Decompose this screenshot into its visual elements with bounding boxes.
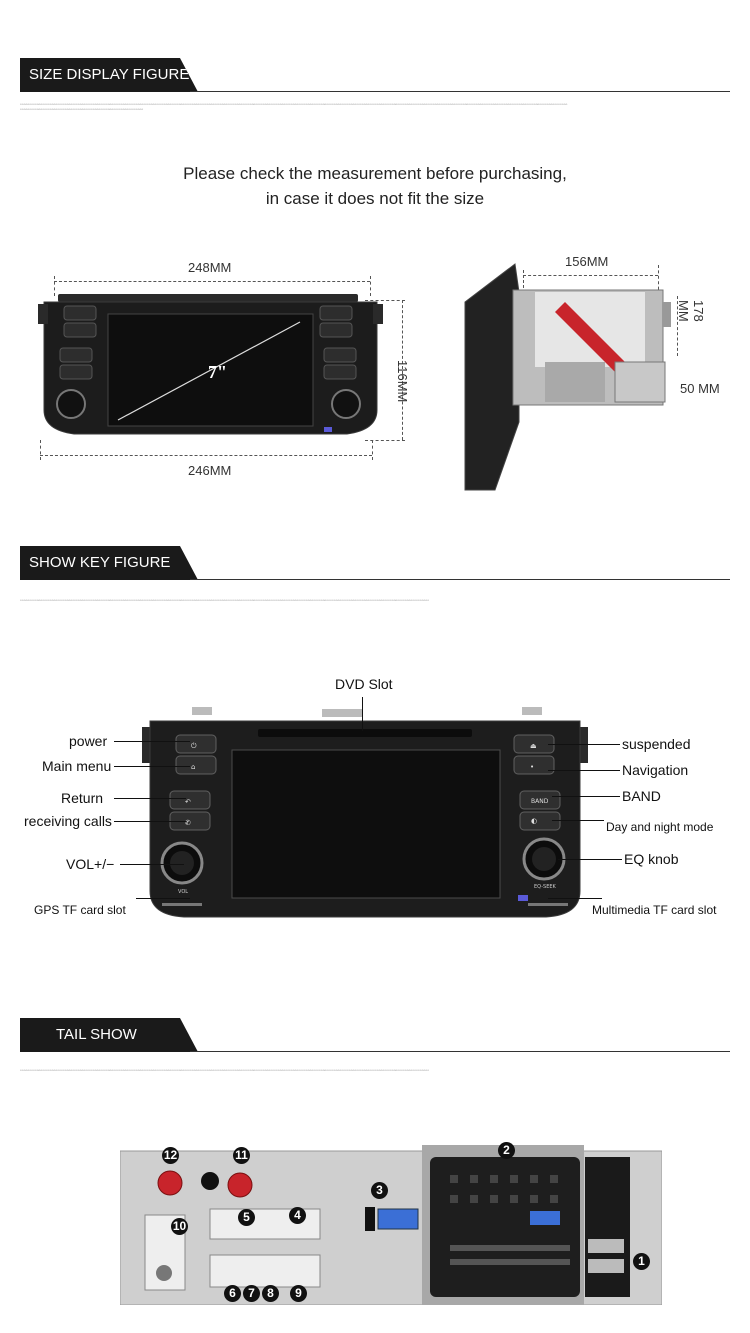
section-title: SHOW KEY FIGURE: [20, 546, 198, 580]
bottom-width-label: 246MM: [188, 463, 232, 478]
label-media-tf-slot: Multimedia TF card slot: [592, 903, 717, 917]
leader-line: [136, 898, 190, 899]
label-suspended: suspended: [622, 736, 691, 752]
vol-knob-text: VOL: [178, 889, 188, 895]
height-label: 116MM: [395, 360, 410, 403]
marker-3: 3: [371, 1182, 388, 1199]
section-header-tail: TAIL SHOW: [20, 1018, 730, 1052]
label-navigation: Navigation: [622, 762, 689, 778]
radio-front-small: [38, 294, 383, 435]
side-depth-label: 50 MM: [680, 381, 720, 396]
dimension-tick: [370, 276, 371, 296]
svg-text:✆: ✆: [185, 819, 191, 827]
radio-front-large: ⏻ ⌂ ↶ ✆ ⏏ • ◐ BAND VOL EQ-SEEK: [142, 707, 588, 918]
leader-line: [558, 859, 622, 860]
leader-line: [114, 766, 190, 767]
dimension-line-height-top: [365, 300, 405, 301]
label-power: power: [69, 733, 108, 749]
marker-2: 2: [498, 1142, 515, 1159]
section-header-keys: SHOW KEY FIGURE: [20, 546, 730, 580]
label-dvd-slot: DVD Slot: [335, 676, 393, 692]
rear-panel: [120, 1145, 662, 1305]
leader-line: [548, 744, 620, 745]
dimension-line-bottom: [40, 455, 372, 456]
eq-knob-text: EQ-SEEK: [534, 884, 557, 890]
dimension-tick: [372, 440, 373, 460]
dimension-tick: [40, 440, 41, 460]
leader-line: [548, 898, 602, 899]
marker-9: 9: [290, 1285, 307, 1302]
depth-label: 156MM: [565, 254, 609, 269]
leader-line: [548, 770, 620, 771]
dimension-tick: [54, 276, 55, 296]
dimension-line-top: [54, 281, 370, 282]
fine-print: oooooooooooooooooooooooooooooooooooooooo…: [20, 102, 568, 111]
measurement-note-line1: Please check the measurement before purc…: [183, 164, 567, 183]
marker-7: 7: [243, 1285, 260, 1302]
marker-12: 12: [162, 1147, 179, 1164]
marker-11: 11: [233, 1147, 250, 1164]
leader-line: [114, 741, 190, 742]
leader-line: [362, 697, 363, 731]
svg-text:⏻: ⏻: [191, 742, 197, 750]
section-header-size: SIZE DISPLAY FIGURE: [20, 58, 730, 92]
leader-line: [114, 798, 186, 799]
band-key-text: BAND: [531, 798, 549, 805]
svg-text:◐: ◐: [531, 817, 537, 825]
divider: [190, 91, 730, 92]
label-band: BAND: [622, 788, 661, 804]
leader-line: [552, 820, 604, 821]
marker-10: 10: [171, 1218, 188, 1235]
dimension-line-height: [402, 300, 403, 440]
marker-1: 1: [633, 1253, 650, 1270]
top-width-label: 248MM: [188, 260, 232, 275]
dimension-tick: [658, 265, 659, 295]
leader-line: [114, 821, 186, 822]
radio-side-view: [464, 263, 671, 491]
section-title: TAIL SHOW: [20, 1018, 198, 1052]
leader-line: [120, 864, 184, 865]
measurement-note-line2: in case it does not fit the size: [265, 189, 485, 208]
label-day-night-mode: Day and night mode: [606, 820, 714, 834]
label-receiving-calls: receiving calls: [24, 813, 112, 829]
dimension-tick: [523, 270, 524, 288]
fine-print: oooooooooooooooooooooooooooooooooooooooo…: [20, 1068, 430, 1072]
divider: [190, 579, 730, 580]
divider: [190, 1051, 730, 1052]
svg-text:⏏: ⏏: [530, 742, 537, 750]
marker-4: 4: [289, 1207, 306, 1224]
dimension-line-depth: [523, 275, 658, 276]
section-title: SIZE DISPLAY FIGURE: [20, 58, 198, 92]
leader-line: [552, 796, 620, 797]
dimension-line-side-height: [677, 296, 678, 356]
marker-8: 8: [262, 1285, 279, 1302]
label-gps-tf-slot: GPS TF card slot: [34, 903, 126, 917]
label-eq-knob: EQ knob: [624, 851, 679, 867]
svg-text:↶: ↶: [185, 798, 191, 806]
dimension-line-height-bottom: [365, 440, 405, 441]
marker-6: 6: [224, 1285, 241, 1302]
screen-size-label: 7": [208, 362, 227, 382]
svg-text:•: •: [530, 763, 534, 771]
label-vol: VOL+/−: [66, 856, 115, 872]
marker-5: 5: [238, 1209, 255, 1226]
label-main-menu: Main menu: [42, 758, 112, 774]
label-return: Return: [61, 790, 104, 806]
svg-text:⌂: ⌂: [191, 763, 195, 771]
fine-print: oooooooooooooooooooooooooooooooooooooooo…: [20, 598, 430, 602]
